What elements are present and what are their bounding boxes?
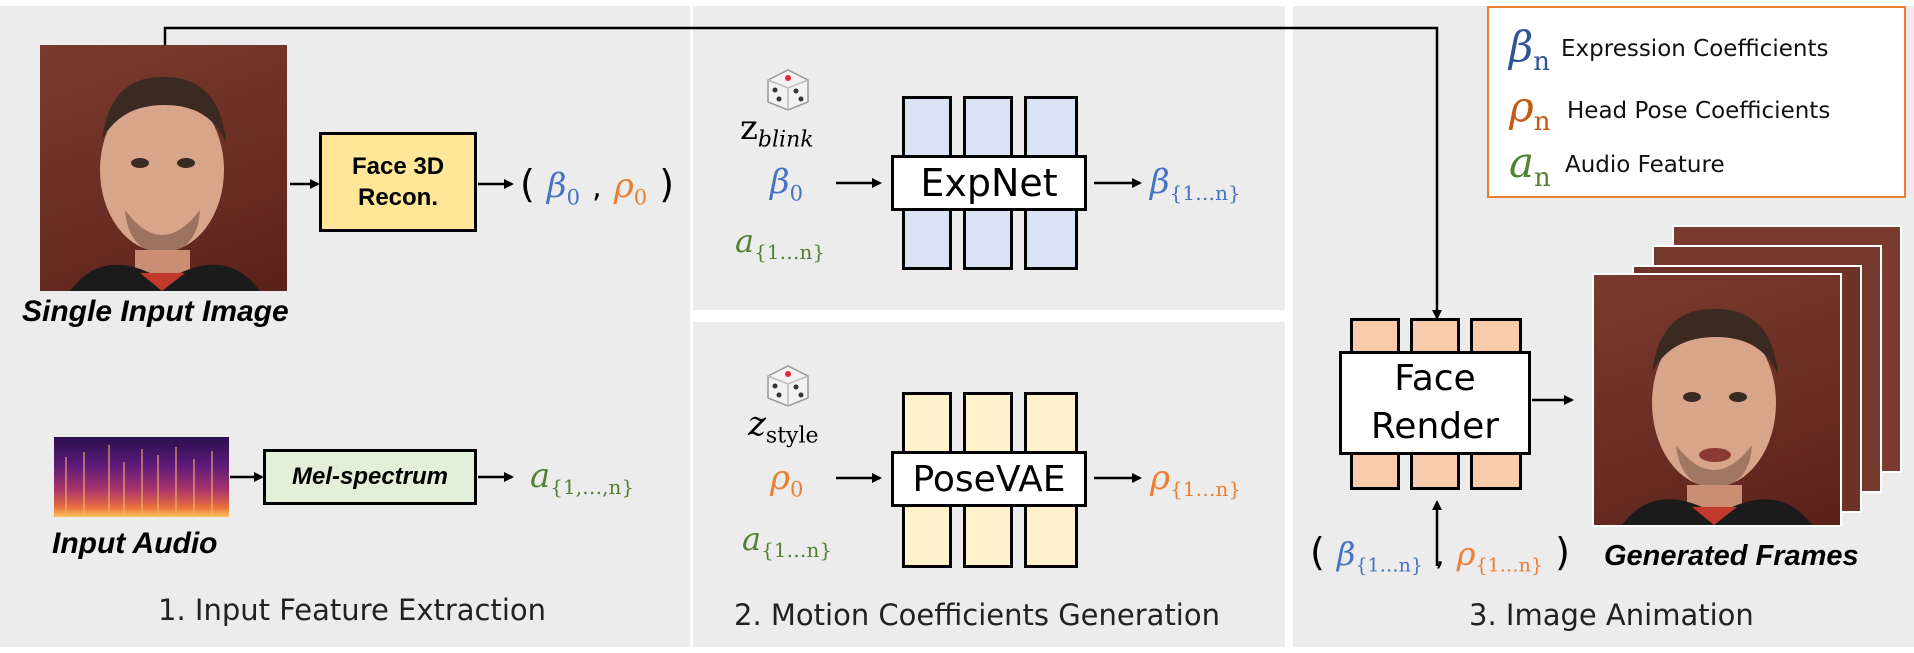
comma-2: , bbox=[1435, 538, 1445, 573]
caption-input-feature-extraction: 1. Input Feature Extraction bbox=[158, 593, 547, 627]
caption-motion-coefficients-generation: 2. Motion Coefficients Generation bbox=[734, 598, 1220, 632]
rho0-input: ρ0 bbox=[770, 458, 804, 502]
legend-item-audio: an Audio Feature bbox=[1509, 138, 1725, 194]
input-image-label: Single Input Image bbox=[22, 295, 289, 328]
rho0-symbol: ρ0 bbox=[613, 166, 648, 210]
face-portrait-icon bbox=[70, 76, 260, 291]
audio-input-bottom: a{1…n} bbox=[742, 520, 833, 562]
beta-output: β{1…n} bbox=[1150, 162, 1241, 205]
input-audio-spectrogram bbox=[54, 437, 229, 517]
image-to-render-arrow bbox=[163, 26, 1442, 320]
beta0-input: β0 bbox=[770, 162, 804, 206]
rho-output: ρ{1…n} bbox=[1150, 458, 1242, 501]
expnet-label: ExpNet bbox=[920, 161, 1058, 205]
generated-face-frame bbox=[1592, 273, 1842, 527]
input-face-image bbox=[40, 45, 287, 291]
paren-open: ( bbox=[520, 162, 535, 206]
z-style-symbol: zstyle bbox=[748, 404, 819, 449]
legend-item-expression: βn Expression Coefficients bbox=[1509, 22, 1828, 78]
legend-box: βn Expression Coefficients ρn Head Pose … bbox=[1487, 6, 1906, 198]
paren-open-2: ( bbox=[1310, 530, 1325, 574]
recon-output-coeffs: ( β0 , ρ0 ) bbox=[520, 162, 674, 209]
rho-seq-symbol: ρ{1…n} bbox=[1456, 535, 1543, 577]
face-3d-recon-label: Face 3D Recon. bbox=[351, 153, 445, 211]
dice-icon-blink bbox=[764, 66, 812, 112]
spectrogram-bars bbox=[65, 445, 213, 517]
legend-head-pose-text: Head Pose Coefficients bbox=[1567, 98, 1831, 124]
paren-close: ) bbox=[659, 162, 675, 206]
generated-frames-label: Generated Frames bbox=[1604, 540, 1859, 572]
legend-rho-symbol: ρn bbox=[1509, 82, 1551, 138]
generated-frames-stack bbox=[1592, 225, 1902, 527]
generated-face-icon bbox=[1622, 308, 1812, 525]
render-input-coeffs: ( β{1…n} , ρ{1…n} ) bbox=[1310, 530, 1570, 577]
posevae-box: PoseVAE bbox=[891, 451, 1087, 507]
z-blink-symbol: zblink bbox=[740, 108, 814, 153]
face-render-label-line2: Render bbox=[1370, 406, 1500, 447]
audio-feature-output: a{1,…,n} bbox=[530, 456, 635, 499]
comma: , bbox=[592, 170, 602, 205]
posevae-label: PoseVAE bbox=[912, 458, 1066, 500]
input-audio-label: Input Audio bbox=[52, 527, 218, 560]
face-render-label-line1: Face bbox=[1394, 358, 1476, 399]
face-render-box: Face Render bbox=[1339, 351, 1531, 455]
beta-seq-symbol: β{1…n} bbox=[1336, 535, 1423, 577]
paren-close-2: ) bbox=[1555, 530, 1570, 574]
caption-image-animation: 3. Image Animation bbox=[1469, 598, 1754, 632]
mel-spectrum-label: Mel-spectrum bbox=[291, 463, 449, 490]
face-3d-recon-box: Face 3D Recon. bbox=[319, 132, 477, 232]
mel-spectrum-box: Mel-spectrum bbox=[263, 449, 477, 505]
dice-icon-style bbox=[764, 362, 812, 408]
beta0-symbol: β0 bbox=[546, 166, 580, 210]
expnet-box: ExpNet bbox=[891, 155, 1087, 211]
legend-beta-symbol: βn bbox=[1509, 22, 1551, 78]
legend-item-head-pose: ρn Head Pose Coefficients bbox=[1509, 82, 1830, 138]
legend-audio-text: Audio Feature bbox=[1565, 152, 1725, 178]
legend-expression-text: Expression Coefficients bbox=[1561, 36, 1829, 62]
legend-a-symbol: an bbox=[1509, 138, 1551, 194]
audio-input-top: a{1…n} bbox=[735, 222, 826, 264]
